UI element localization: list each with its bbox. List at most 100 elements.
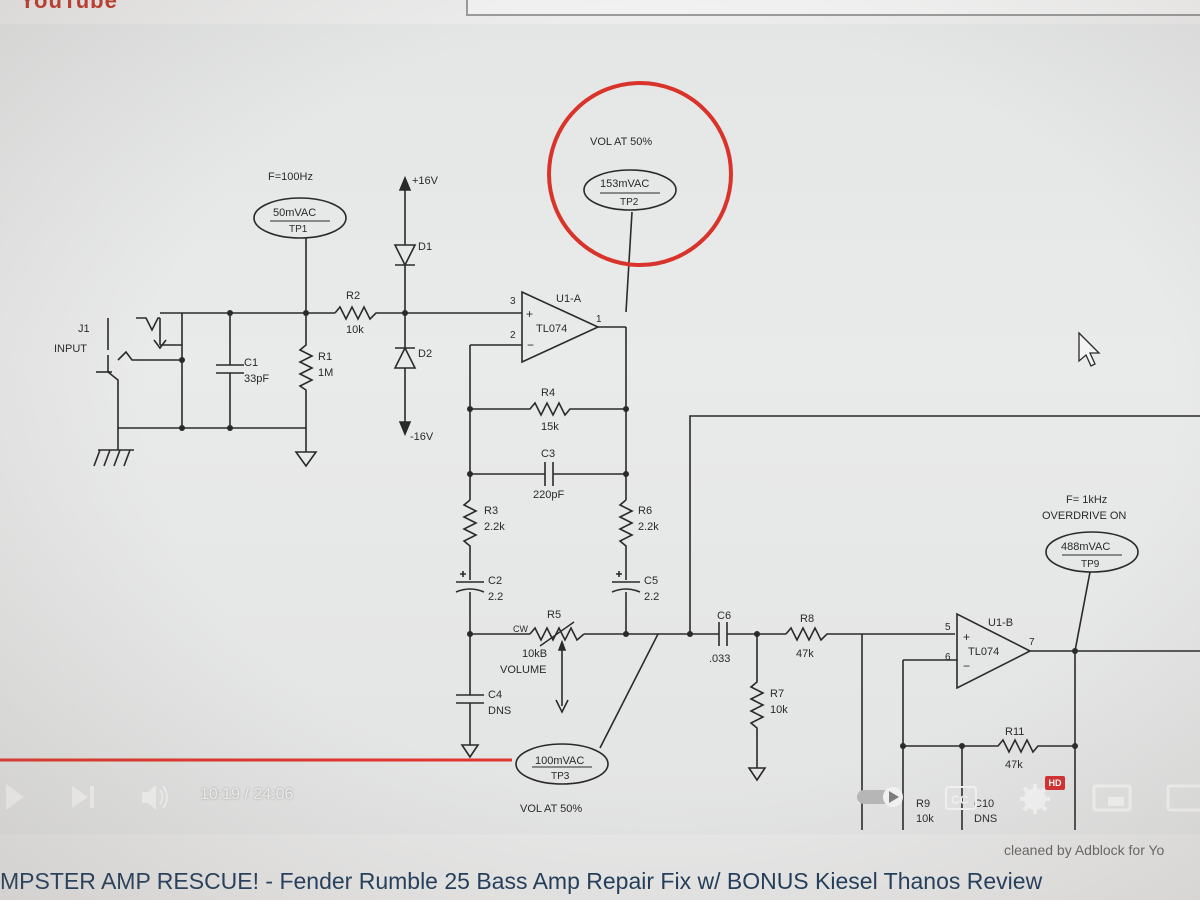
- c10-value: DNS: [974, 813, 997, 825]
- r5-label: VOLUME: [500, 664, 546, 676]
- tp9-frequency: F= 1kHz: [1066, 494, 1107, 506]
- site-logo[interactable]: YouTube: [20, 0, 118, 13]
- j1-label: J1: [78, 323, 90, 335]
- r6-value: 2.2k: [638, 521, 659, 533]
- time-display: 10:19 / 24:06: [200, 786, 294, 803]
- u1a-part: TL074: [536, 323, 567, 335]
- r6-ref: R6: [638, 505, 652, 517]
- resistor-r3: [462, 499, 478, 580]
- next-icon[interactable]: [72, 786, 94, 808]
- tp9-name: TP9: [1081, 559, 1100, 570]
- tp1-name: TP1: [289, 224, 308, 235]
- captions-icon[interactable]: CC: [945, 786, 977, 810]
- c2-value: 2.2: [488, 591, 503, 603]
- opamp-u1a: [470, 290, 626, 364]
- browser-top-bar: YouTube: [0, 0, 1200, 24]
- c4-value: DNS: [488, 705, 511, 717]
- resistor-r11: [903, 738, 1075, 754]
- resistor-r4: [470, 401, 626, 417]
- tp3-note: VOL AT 50%: [520, 803, 582, 815]
- r3-ref: R3: [484, 505, 498, 517]
- input-jack-j1: [96, 317, 183, 428]
- highlight-circle-red: [547, 81, 733, 267]
- diode-d1: [393, 175, 417, 313]
- autoplay-toggle-icon[interactable]: [857, 787, 903, 807]
- c5-ref: C5: [644, 575, 658, 587]
- opamp-u1b: [903, 612, 1200, 690]
- r9-ref: R9: [916, 798, 930, 810]
- video-title[interactable]: MPSTER AMP RESCUE! - Fender Rumble 25 Ba…: [0, 868, 1043, 894]
- tp3-ellipse: [515, 743, 609, 785]
- tp2-ellipse: [583, 169, 677, 211]
- play-icon[interactable]: [6, 784, 24, 810]
- r2-ref: R2: [346, 290, 360, 302]
- c10-ref: C10: [974, 798, 994, 810]
- ground-symbol-jack: [93, 428, 134, 467]
- input-label: INPUT: [54, 343, 87, 355]
- r11-value: 47k: [1005, 759, 1023, 771]
- captions-label: CC: [951, 793, 969, 807]
- hd-badge: HD: [1045, 776, 1065, 790]
- r2-value: 10k: [346, 324, 364, 336]
- u1a-pin2: 2: [510, 330, 516, 341]
- adblock-overlay-text: cleaned by Adblock for Yo: [1004, 842, 1165, 858]
- miniplayer-icon[interactable]: [1092, 784, 1132, 812]
- settings-gear-icon[interactable]: [1020, 784, 1050, 814]
- c5-value: 2.2: [644, 591, 659, 603]
- supply-negative: -16V: [410, 431, 434, 443]
- tp3-value: 100mVAC: [535, 755, 584, 767]
- u1b-part: TL074: [968, 646, 999, 658]
- r5-value: 10kB: [522, 648, 547, 660]
- r5-ref: R5: [547, 609, 561, 621]
- r7-value: 10k: [770, 704, 788, 716]
- c3-ref: C3: [541, 448, 555, 460]
- c6-ref: C6: [717, 610, 731, 622]
- resistor-r8: [785, 626, 955, 642]
- r11-ref: R11: [1005, 726, 1024, 738]
- junction-dots: [179, 310, 1078, 749]
- r9-value: 10k: [916, 813, 934, 825]
- resistor-r1: [294, 313, 318, 468]
- u1a-plus: +: [526, 307, 533, 321]
- capacitor-c1: [216, 313, 244, 428]
- c4-ref: C4: [488, 689, 502, 701]
- c1-ref: C1: [244, 357, 258, 369]
- u1b-ref: U1-B: [988, 617, 1013, 629]
- r1-ref: R1: [318, 351, 332, 363]
- u1b-pin5: 5: [945, 622, 951, 633]
- u1b-pin7: 7: [1029, 637, 1035, 648]
- u1a-ref: U1-A: [556, 293, 582, 305]
- volume-icon[interactable]: [142, 785, 168, 810]
- resistor-r7: [747, 634, 767, 782]
- supply-positive: +16V: [412, 175, 439, 187]
- theater-icon[interactable]: [1166, 784, 1200, 812]
- mouse-cursor-icon: [1078, 331, 1101, 367]
- c6-value: .033: [709, 653, 730, 665]
- capacitor-c4: [456, 634, 484, 759]
- r8-value: 47k: [796, 648, 814, 660]
- r4-ref: R4: [541, 387, 555, 399]
- u1b-minus: −: [963, 659, 970, 673]
- r5-cw: CW: [513, 624, 528, 634]
- c1-value: 33pF: [244, 373, 269, 385]
- r4-value: 15k: [541, 421, 559, 433]
- d1-ref: D1: [418, 241, 432, 253]
- u1a-pin1: 1: [596, 314, 602, 325]
- capacitor-c6: [690, 622, 786, 646]
- capacitor-c3: [470, 462, 626, 486]
- search-box[interactable]: [466, 0, 1200, 16]
- r1-value: 1M: [318, 367, 333, 379]
- tp1-ellipse: [253, 197, 347, 239]
- r3-value: 2.2k: [484, 521, 505, 533]
- tp2-value: 153mVAC: [600, 178, 649, 190]
- capacitor-c5: [611, 571, 641, 634]
- c3-value: 220pF: [533, 489, 564, 501]
- capacitor-c2: [455, 571, 485, 634]
- tp9-mode: OVERDRIVE ON: [1042, 510, 1126, 522]
- u1b-pin6: 6: [945, 652, 951, 663]
- resistor-r2: [334, 305, 512, 321]
- diode-d2: [393, 313, 417, 437]
- d2-ref: D2: [418, 348, 432, 360]
- player-controls: CC: [0, 772, 1200, 830]
- below-video-area: [0, 835, 1200, 900]
